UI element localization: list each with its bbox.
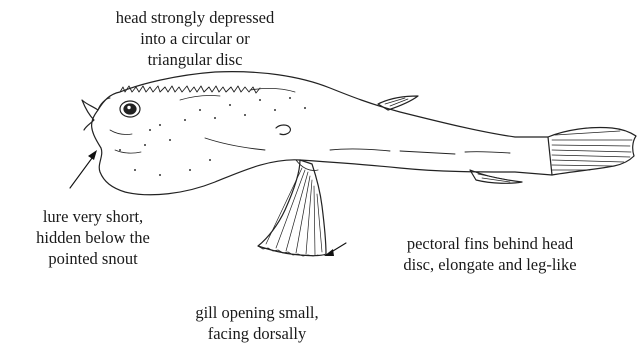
- label-line: triangular disc: [84, 49, 306, 70]
- label-line: lure very short,: [0, 206, 186, 227]
- label-lure: lure very short, hidden below the pointe…: [0, 206, 186, 269]
- label-head-disc: head strongly depressed into a circular …: [84, 7, 306, 70]
- pectoral-fin: [258, 160, 326, 256]
- snout: [82, 100, 98, 130]
- head-texture: [119, 97, 306, 176]
- fish-body-outline: [92, 72, 552, 195]
- label-line: hidden below the: [0, 227, 186, 248]
- lure-pointer: [70, 154, 95, 188]
- label-line: disc, elongate and leg-like: [340, 254, 640, 275]
- label-line: into a circular or: [84, 28, 306, 49]
- label-line: head strongly depressed: [84, 7, 306, 28]
- lateral-line: [330, 149, 510, 154]
- label-line: pointed snout: [0, 248, 186, 269]
- label-line: pectoral fins behind head: [340, 233, 640, 254]
- gill-opening: [276, 125, 290, 135]
- dorsal-spines: [120, 86, 260, 93]
- label-gill-opening: gill opening small, facing dorsally: [157, 302, 357, 344]
- label-line: gill opening small,: [157, 302, 357, 323]
- label-line: facing dorsally: [157, 323, 357, 344]
- label-pectoral-fins: pectoral fins behind head disc, elongate…: [340, 233, 640, 275]
